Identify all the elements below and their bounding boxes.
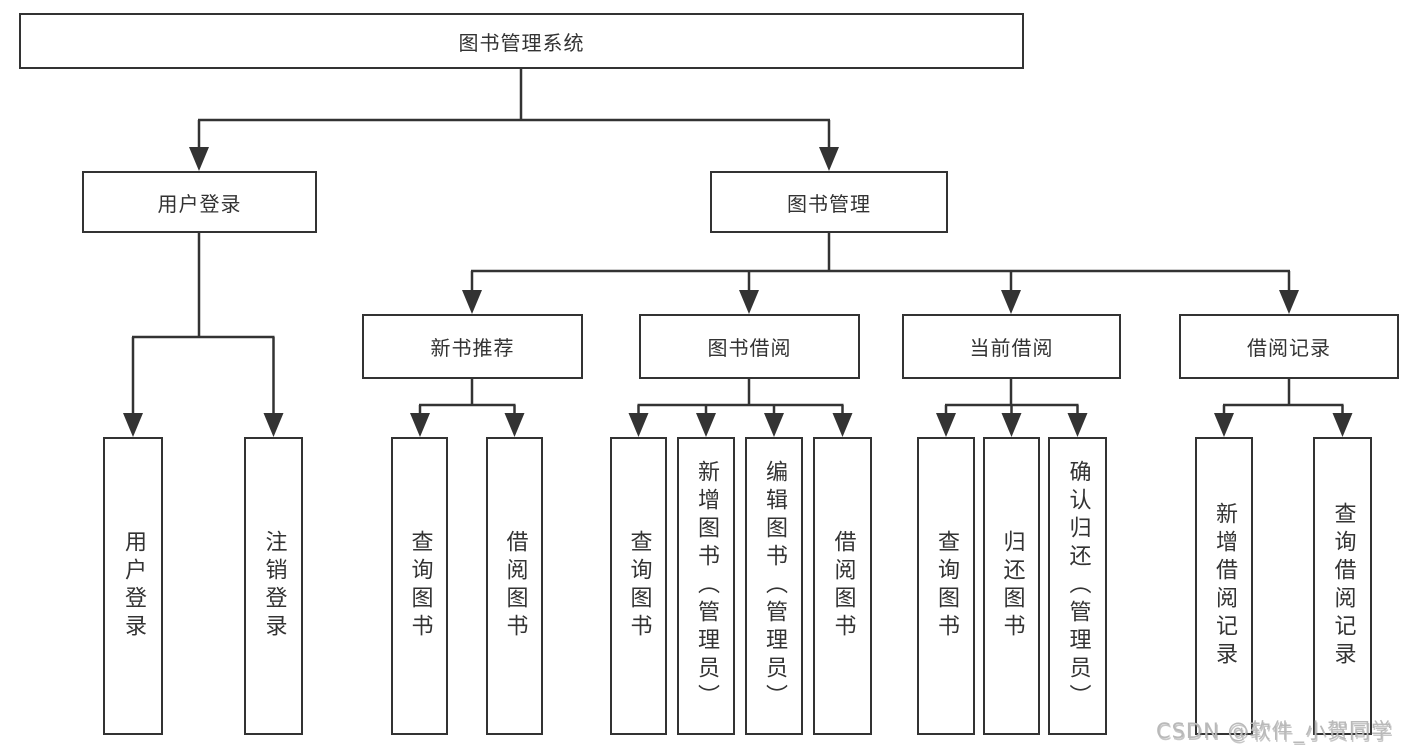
arrow-down-icon <box>819 147 839 171</box>
node-leaf-edit-book-admin: 编辑图书（管理员） <box>745 437 803 735</box>
node-new-book-recommend: 新书推荐 <box>362 314 583 379</box>
node-user-login-module: 用户登录 <box>82 171 317 233</box>
arrow-down-icon <box>1001 413 1022 437</box>
arrow-down-icon <box>189 147 209 171</box>
node-root-library-system: 图书管理系统 <box>19 13 1024 69</box>
leaf-label: 借阅图书 <box>830 530 856 642</box>
leaf-label: 借阅图书 <box>502 530 528 642</box>
node-borrowing-records: 借阅记录 <box>1179 314 1399 379</box>
node-leaf-user-login: 用户登录 <box>103 437 163 735</box>
leaf-label: 归还图书 <box>999 530 1025 642</box>
arrow-down-icon <box>1279 290 1299 314</box>
arrow-down-icon <box>1214 413 1234 437</box>
leaf-label: 注销登录 <box>261 530 287 642</box>
node-leaf-borrow-books-recommend: 借阅图书 <box>486 437 543 735</box>
node-current-borrowing: 当前借阅 <box>902 314 1121 379</box>
leaf-label: 确认归还（管理员） <box>1065 460 1091 712</box>
node-leaf-query-books-borrow: 查询图书 <box>610 437 667 735</box>
arrow-down-icon <box>263 413 284 437</box>
arrow-down-icon <box>739 290 759 314</box>
leaf-label: 编辑图书（管理员） <box>762 460 787 712</box>
csdn-watermark: CSDN @软件_小贺同学 <box>1155 719 1393 743</box>
node-leaf-return-book: 归还图书 <box>983 437 1040 735</box>
node-leaf-query-books-current: 查询图书 <box>917 437 975 735</box>
arrow-down-icon <box>410 413 430 437</box>
leaf-label: 查询图书 <box>934 530 959 642</box>
leaf-label: 用户登录 <box>121 530 146 642</box>
arrow-down-icon <box>462 290 482 314</box>
arrow-down-icon <box>1332 413 1353 437</box>
leaf-label: 新增借阅记录 <box>1212 502 1237 670</box>
node-leaf-query-borrow-record: 查询借阅记录 <box>1313 437 1372 735</box>
arrow-down-icon <box>696 413 716 437</box>
arrow-down-icon <box>1067 413 1088 437</box>
node-leaf-borrow-books-borrow: 借阅图书 <box>813 437 872 735</box>
arrow-down-icon <box>123 413 143 437</box>
arrow-down-icon <box>628 413 649 437</box>
node-leaf-confirm-return-admin: 确认归还（管理员） <box>1048 437 1107 735</box>
arrow-down-icon <box>504 413 525 437</box>
arrow-down-icon <box>832 413 853 437</box>
arrow-down-icon <box>1001 290 1021 314</box>
leaf-label: 查询图书 <box>626 530 652 642</box>
leaf-label: 新增图书（管理员） <box>694 460 719 712</box>
node-leaf-add-book-admin: 新增图书（管理员） <box>677 437 735 735</box>
node-leaf-add-borrow-record: 新增借阅记录 <box>1195 437 1253 735</box>
leaf-label: 查询图书 <box>407 530 433 642</box>
arrow-down-icon <box>764 413 784 437</box>
node-book-management-module: 图书管理 <box>710 171 948 233</box>
arrow-down-icon <box>936 413 956 437</box>
node-leaf-query-books-recommend: 查询图书 <box>391 437 448 735</box>
leaf-label: 查询借阅记录 <box>1330 502 1356 670</box>
node-leaf-logout: 注销登录 <box>244 437 303 735</box>
node-book-borrowing: 图书借阅 <box>639 314 860 379</box>
